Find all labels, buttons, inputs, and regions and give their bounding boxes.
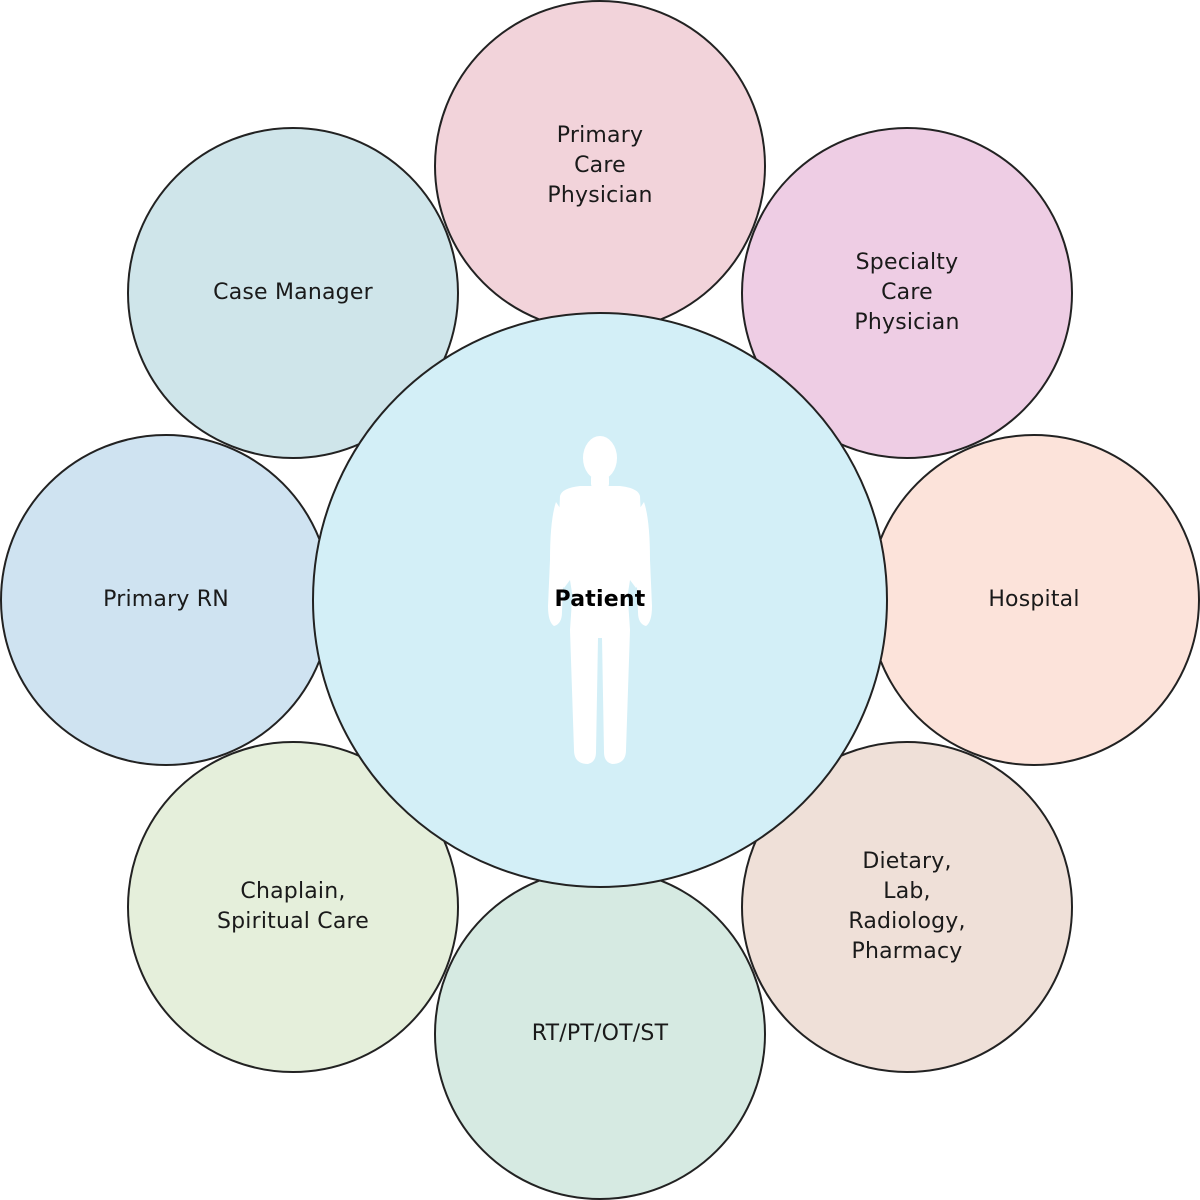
node-rt-pt-ot-st: RT/PT/OT/ST [434, 868, 766, 1200]
node-chaplain-spiritual-care: Chaplain, Spiritual Care [127, 741, 459, 1073]
node-label: RT/PT/OT/ST [531, 1021, 669, 1046]
node-label: Primary Care Physician [547, 123, 653, 208]
center-label: Patient [554, 587, 646, 612]
center-patient-circle: Patient [312, 312, 888, 888]
node-label: Case Manager [213, 280, 373, 305]
node-label: Dietary, Lab, Radiology, Pharmacy [848, 849, 966, 964]
node-label: Chaplain, Spiritual Care [216, 879, 370, 934]
node-label: Hospital [988, 587, 1080, 612]
person-silhouette-icon [548, 436, 652, 764]
node-label: Specialty Care Physician [854, 250, 960, 335]
node-primary-care-physician: Primary Care Physician [434, 0, 766, 332]
node-hospital: Hospital [868, 434, 1200, 766]
node-primary-rn: Primary RN [0, 434, 332, 766]
node-label: Primary RN [103, 587, 229, 612]
